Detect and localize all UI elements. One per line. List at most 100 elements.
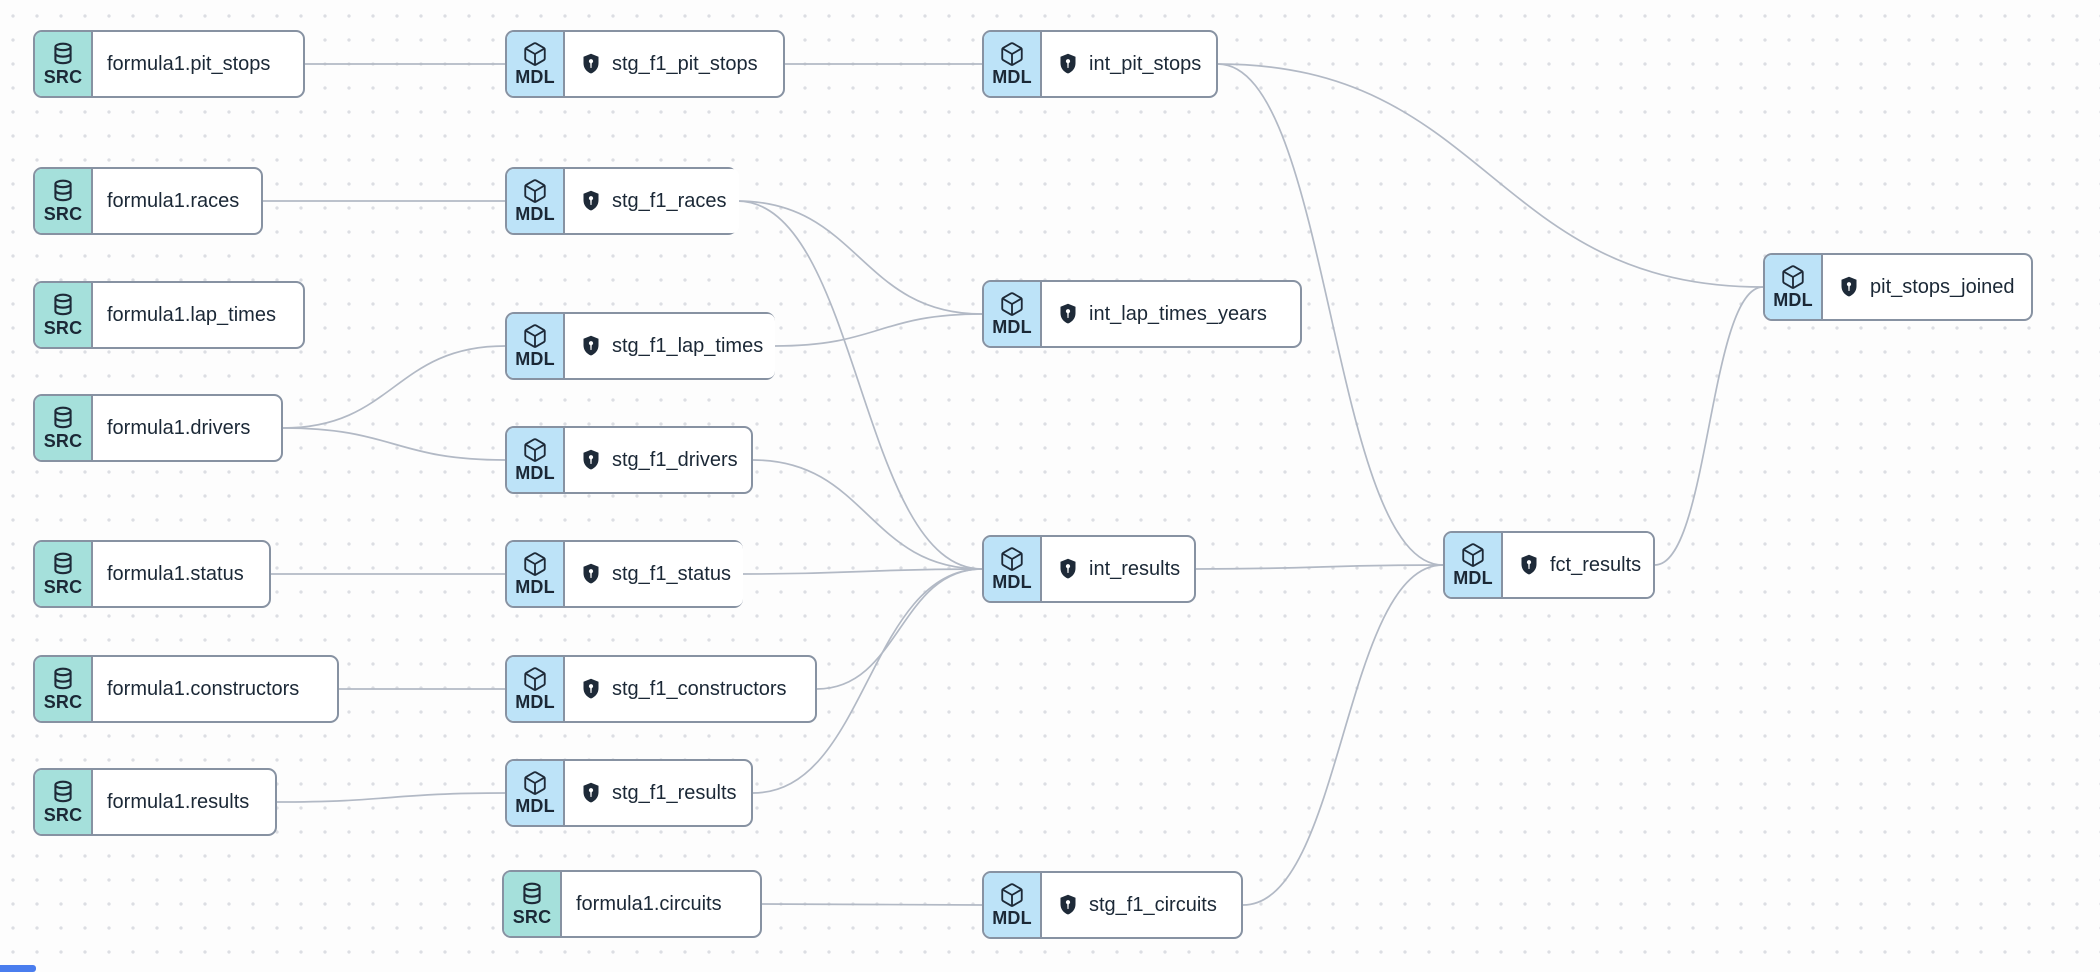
shield-icon xyxy=(583,678,599,699)
node-stg_f1_results[interactable]: MDL stg_f1_results xyxy=(505,759,753,827)
node-label: formula1.results xyxy=(107,790,250,813)
model-badge: MDL xyxy=(507,542,565,606)
node-stg_f1_lap_times[interactable]: MDL stg_f1_lap_times xyxy=(505,312,776,380)
shield-icon xyxy=(583,782,599,803)
edge-src_formula1_circuits-to-stg_f1_circuits xyxy=(761,903,983,906)
database-icon xyxy=(523,882,541,905)
node-label: stg_f1_constructors xyxy=(612,677,787,700)
database-icon xyxy=(54,179,72,202)
node-body: formula1.lap_times xyxy=(93,283,288,347)
node-int_lap_times_years[interactable]: MDL int_lap_times_years xyxy=(982,280,1302,348)
edge-stg_f1_races-to-int_lap_times_years xyxy=(736,200,983,315)
node-label: int_results xyxy=(1089,557,1181,580)
badge-label: SRC xyxy=(512,907,552,928)
badge-label: MDL xyxy=(992,908,1032,929)
node-pit_stops_joined[interactable]: MDL pit_stops_joined xyxy=(1763,253,2033,321)
database-icon xyxy=(54,667,72,690)
node-body: stg_f1_status xyxy=(565,542,743,606)
database-icon xyxy=(54,406,72,429)
package-icon xyxy=(524,438,546,462)
package-icon xyxy=(524,42,546,66)
model-badge: MDL xyxy=(984,537,1042,601)
shield-icon xyxy=(583,53,599,74)
node-stg_f1_constructors[interactable]: MDL stg_f1_constructors xyxy=(505,655,817,723)
package-icon xyxy=(524,771,546,795)
package-icon xyxy=(1001,883,1023,907)
source-badge: SRC xyxy=(35,283,93,347)
shield-icon xyxy=(583,563,599,584)
source-badge: SRC xyxy=(35,542,93,606)
node-label: stg_f1_pit_stops xyxy=(612,52,758,75)
node-body: fct_results xyxy=(1503,533,1654,597)
model-badge: MDL xyxy=(1445,533,1503,597)
model-badge: MDL xyxy=(507,761,565,825)
node-body: stg_f1_races xyxy=(565,169,739,233)
edge-stg_f1_drivers-to-int_results xyxy=(752,459,983,570)
node-label: stg_f1_results xyxy=(612,781,737,804)
database-icon xyxy=(54,552,72,575)
model-badge: MDL xyxy=(507,314,565,378)
node-label: stg_f1_lap_times xyxy=(612,334,764,357)
edge-src_formula1_drivers-to-stg_f1_lap_times xyxy=(282,345,506,429)
node-src_formula1_status[interactable]: SRC formula1.status xyxy=(33,540,271,608)
node-body: formula1.races xyxy=(93,169,252,233)
edge-stg_f1_results-to-int_results xyxy=(752,568,983,794)
model-badge: MDL xyxy=(507,428,565,492)
node-label: int_lap_times_years xyxy=(1089,302,1267,325)
badge-label: MDL xyxy=(992,67,1032,88)
node-stg_f1_pit_stops[interactable]: MDL stg_f1_pit_stops xyxy=(505,30,785,98)
database-icon xyxy=(54,293,72,316)
package-icon xyxy=(1782,265,1804,289)
badge-label: MDL xyxy=(515,692,555,713)
edge-stg_f1_constructors-to-int_results xyxy=(816,568,983,690)
edge-stg_f1_races-to-int_results xyxy=(736,200,983,570)
node-src_formula1_lap_times[interactable]: SRC formula1.lap_times xyxy=(33,281,305,349)
badge-label: MDL xyxy=(515,67,555,88)
model-badge: MDL xyxy=(507,657,565,721)
node-body: stg_f1_results xyxy=(565,761,749,825)
badge-label: MDL xyxy=(1773,290,1813,311)
badge-label: SRC xyxy=(43,577,83,598)
package-icon xyxy=(1001,547,1023,571)
node-label: stg_f1_races xyxy=(612,189,727,212)
badge-label: MDL xyxy=(515,349,555,370)
badge-label: SRC xyxy=(43,318,83,339)
badge-label: MDL xyxy=(1453,568,1493,589)
model-badge: MDL xyxy=(507,32,565,96)
node-label: int_pit_stops xyxy=(1089,52,1202,75)
badge-label: MDL xyxy=(992,317,1032,338)
node-body: int_lap_times_years xyxy=(1042,282,1279,346)
node-body: formula1.pit_stops xyxy=(93,32,283,96)
edge-stg_f1_circuits-to-fct_results xyxy=(1242,564,1444,906)
node-label: formula1.races xyxy=(107,189,240,212)
shield-icon xyxy=(1060,303,1076,324)
database-icon xyxy=(54,42,72,65)
package-icon xyxy=(1462,543,1484,567)
node-src_formula1_results[interactable]: SRC formula1.results xyxy=(33,768,277,836)
package-icon xyxy=(1001,42,1023,66)
node-body: pit_stops_joined xyxy=(1823,255,2027,319)
model-badge: MDL xyxy=(984,32,1042,96)
badge-label: MDL xyxy=(515,204,555,225)
source-badge: SRC xyxy=(35,770,93,834)
node-stg_f1_races[interactable]: MDL stg_f1_races xyxy=(505,167,739,235)
edge-stg_f1_status-to-int_results xyxy=(742,568,983,575)
node-label: formula1.status xyxy=(107,562,244,585)
node-int_results[interactable]: MDL int_results xyxy=(982,535,1196,603)
badge-label: SRC xyxy=(43,692,83,713)
node-label: formula1.constructors xyxy=(107,677,300,700)
node-src_formula1_constructors[interactable]: SRC formula1.constructors xyxy=(33,655,339,723)
node-body: formula1.status xyxy=(93,542,256,606)
node-fct_results[interactable]: MDL fct_results xyxy=(1443,531,1655,599)
model-badge: MDL xyxy=(507,169,565,233)
node-int_pit_stops[interactable]: MDL int_pit_stops xyxy=(982,30,1218,98)
